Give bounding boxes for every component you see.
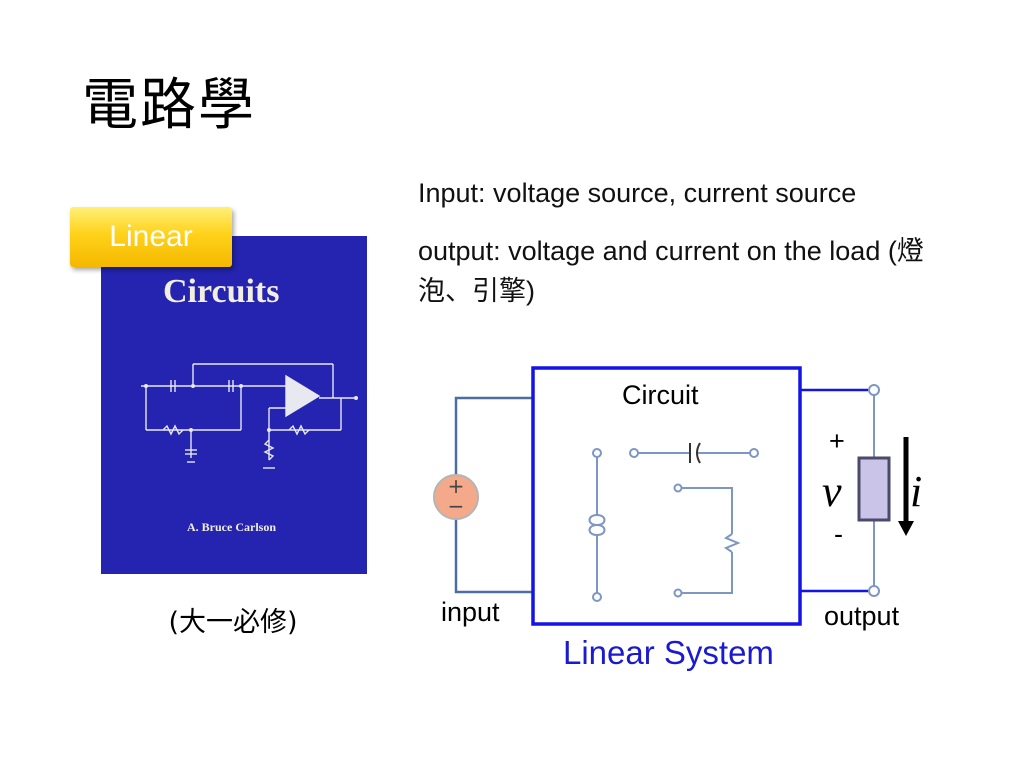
current-symbol: i <box>910 467 923 516</box>
voltage-minus-label: - <box>834 519 843 549</box>
output-description: output: voltage and current on the load … <box>418 236 924 306</box>
linear-system-label: Linear System <box>563 634 774 671</box>
input-wires <box>454 396 533 594</box>
circuit-label: Circuit <box>622 380 699 410</box>
book-title: Circuits <box>163 273 279 310</box>
output-label: output <box>824 601 900 631</box>
current-arrowhead-icon <box>898 521 914 536</box>
slide-title: 電路學 <box>82 73 256 138</box>
voltage-source-icon <box>433 474 479 520</box>
load-resistor-icon <box>857 456 891 522</box>
linear-system-box <box>531 366 802 626</box>
book-cover-image: Circuits A. Bru <box>101 236 367 574</box>
circuit-components <box>588 442 754 594</box>
linear-badge: Linear <box>70 207 232 267</box>
output-wires <box>800 388 868 593</box>
input-description: Input: voltage source, current source <box>418 178 857 208</box>
voltage-symbol: v <box>822 467 842 516</box>
course-note: (大一必修) <box>168 607 298 638</box>
source-plus-sign: + <box>448 474 465 498</box>
book-cover-art: Circuits A. Bru <box>101 236 367 574</box>
output-terminal-top <box>868 384 880 396</box>
terminal-nodes <box>592 448 759 602</box>
voltage-plus-label: + <box>829 426 845 456</box>
source-minus-sign: − <box>448 494 465 518</box>
input-label: input <box>441 597 500 627</box>
book-author: A. Bruce Carlson <box>187 520 276 534</box>
output-terminal-bottom <box>868 585 880 597</box>
